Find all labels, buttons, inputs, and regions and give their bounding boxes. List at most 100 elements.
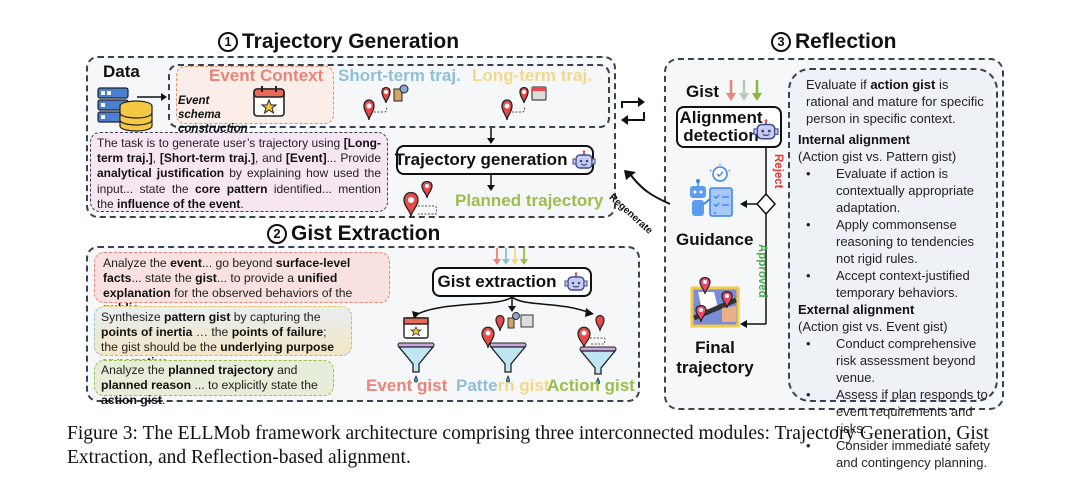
decision-flow bbox=[740, 148, 777, 328]
pattern-gist-label-part1: Patte bbox=[456, 376, 498, 395]
text-segment: for the observed behaviors of the bbox=[170, 286, 353, 300]
trajectory-prompt-text: The task is to generate user’s trajector… bbox=[97, 136, 381, 211]
alignment-detection-line2: detection bbox=[683, 126, 759, 145]
text-segment: ... to provide a bbox=[216, 271, 298, 285]
trajectory-generation-node: Trajectory generation bbox=[394, 145, 596, 175]
text-segment: ... to explicitly state the bbox=[191, 378, 318, 392]
event-gist-label: Event gist bbox=[366, 376, 448, 395]
gist-input-arrows bbox=[493, 248, 528, 265]
gist-label: Gist bbox=[686, 82, 720, 101]
emphasis-text: action gist bbox=[870, 77, 936, 92]
robot-icon bbox=[564, 272, 588, 291]
trajectory-prompt-box: The task is to generate user’s trajector… bbox=[90, 132, 388, 212]
emphasis-text: event bbox=[170, 256, 202, 270]
emphasis-text: action gist bbox=[101, 393, 162, 407]
event-context-label: Event Context bbox=[209, 66, 324, 85]
emphasis-text: analytical justification bbox=[97, 166, 225, 181]
external-alignment-heading: External alignment bbox=[798, 302, 915, 317]
reflection-intro: Evaluate if action gist is rational and … bbox=[798, 76, 994, 127]
event-gist-prompt-text: Analyze the event... go beyond surface-l… bbox=[103, 256, 352, 315]
loop-arrows-icon bbox=[621, 97, 645, 125]
approved-label: Approved bbox=[756, 244, 768, 298]
map-icon bbox=[690, 276, 740, 328]
short-term-traj-label: Short-term traj. bbox=[338, 66, 461, 85]
text-segment: ... state the bbox=[131, 271, 196, 285]
event-schema-label: Event schema construction bbox=[178, 95, 248, 135]
module-title-text: Gist Extraction bbox=[291, 222, 441, 245]
emphasis-text: core pattern bbox=[194, 181, 268, 196]
long-term-trajectory-icon bbox=[501, 86, 547, 121]
trajectory-generation-label: Trajectory generation bbox=[394, 150, 568, 169]
module-number-badge: 2 bbox=[267, 224, 287, 244]
reflection-criteria-content: Evaluate if action gist is rational and … bbox=[798, 76, 994, 471]
gist-input-arrows-reflection bbox=[726, 80, 762, 101]
database-icon bbox=[97, 87, 153, 132]
gist-branch-arrows bbox=[412, 296, 594, 319]
planned-trajectory-label: Planned trajectory bbox=[455, 191, 604, 210]
emphasis-text: [Event] bbox=[285, 151, 327, 166]
criteria-bullet: Consider immediate safety and contingenc… bbox=[798, 437, 994, 471]
decision-diamond bbox=[755, 192, 777, 216]
pattern-gist-label: Pattern gist bbox=[456, 376, 550, 396]
text-segment: ... Provide bbox=[326, 151, 382, 166]
pattern-gist-funnel-icon bbox=[481, 312, 534, 383]
criteria-bullet: Conduct comprehensive risk assessment be… bbox=[798, 335, 994, 386]
text-segment: identified... mention the bbox=[97, 181, 381, 211]
emphasis-text: planned reason bbox=[101, 378, 192, 392]
short-term-trajectory-icon bbox=[363, 84, 409, 121]
internal-alignment-sub: (Action gist vs. Pattern gist) bbox=[798, 149, 957, 164]
action-gist-label: Action gist bbox=[547, 376, 635, 395]
text-segment: ; the gist should be the bbox=[101, 325, 327, 354]
figure-caption: Figure 3: The ELLMob framework architect… bbox=[67, 423, 989, 468]
criteria-bullet: Evaluate if action is contextually appro… bbox=[798, 165, 994, 216]
emphasis-text: points of failure bbox=[231, 325, 324, 339]
text-segment: Analyze the bbox=[101, 363, 169, 377]
module-title-text: Trajectory Generation bbox=[242, 30, 460, 53]
robot-icon bbox=[572, 150, 596, 169]
emphasis-text: unified explanation bbox=[103, 271, 338, 300]
text-segment: . bbox=[240, 196, 244, 211]
emphasis-text: points of inertia bbox=[101, 325, 193, 339]
guidance-icon bbox=[690, 164, 733, 217]
emphasis-text: pattern gist bbox=[164, 310, 231, 324]
event-gist-funnel-icon bbox=[397, 317, 435, 383]
criteria-bullet: Assess if plan responds to event require… bbox=[798, 386, 994, 437]
action-gist-prompt: Analyze the planned trajectory and plann… bbox=[94, 360, 334, 407]
event-gist-prompt: Analyze the event... go beyond surface-l… bbox=[94, 252, 390, 315]
robot-icon bbox=[753, 119, 779, 140]
text-segment: , and bbox=[255, 151, 286, 166]
gist-extraction-node: Gist extraction bbox=[432, 267, 592, 297]
guidance-label: Guidance bbox=[676, 230, 754, 249]
text-segment: ... go beyond bbox=[201, 256, 276, 270]
text-segment: , bbox=[152, 151, 160, 166]
regenerate-arrow bbox=[624, 170, 671, 205]
emphasis-text: [Long-term traj.] bbox=[97, 136, 381, 166]
internal-alignment-list: Evaluate if action is contextually appro… bbox=[798, 165, 994, 301]
emphasis-text: planned trajectory bbox=[168, 363, 274, 377]
module-number-badge: 1 bbox=[218, 32, 238, 52]
text-segment: The task is to generate user’s trajector… bbox=[97, 136, 344, 150]
pattern-gist-prompt: Synthesize pattern gist by capturing the… bbox=[94, 306, 352, 369]
planned-trajectory-icon bbox=[403, 180, 438, 218]
text-segment: Evaluate if bbox=[806, 77, 871, 92]
text-segment: and bbox=[273, 363, 298, 377]
criteria-bullet: Apply commonsense reasoning to tendencie… bbox=[798, 216, 994, 267]
criteria-bullet: Accept context-justified temporary behav… bbox=[798, 267, 994, 301]
long-term-traj-label: Long-term traj. bbox=[472, 66, 592, 85]
reject-label: Reject bbox=[772, 154, 784, 189]
calendar-star-icon bbox=[253, 86, 285, 117]
final-trajectory-label: Final trajectory bbox=[674, 338, 756, 378]
pattern-gist-label-part2: rn gist bbox=[497, 376, 550, 395]
module-number-badge: 3 bbox=[771, 32, 791, 52]
final-trajectory-line2: trajectory bbox=[676, 358, 754, 377]
emphasis-text: gist bbox=[195, 271, 217, 285]
external-alignment-list: Conduct comprehensive risk assessment be… bbox=[798, 335, 994, 471]
action-gist-funnel-icon bbox=[577, 314, 617, 385]
emphasis-text: [Short-term traj.] bbox=[159, 151, 255, 166]
external-alignment-sub: (Action gist vs. Event gist) bbox=[798, 319, 948, 334]
emphasis-text: surface-level facts bbox=[103, 256, 351, 285]
emphasis-text: influence of the event bbox=[117, 196, 241, 211]
data-label: Data bbox=[103, 62, 140, 81]
